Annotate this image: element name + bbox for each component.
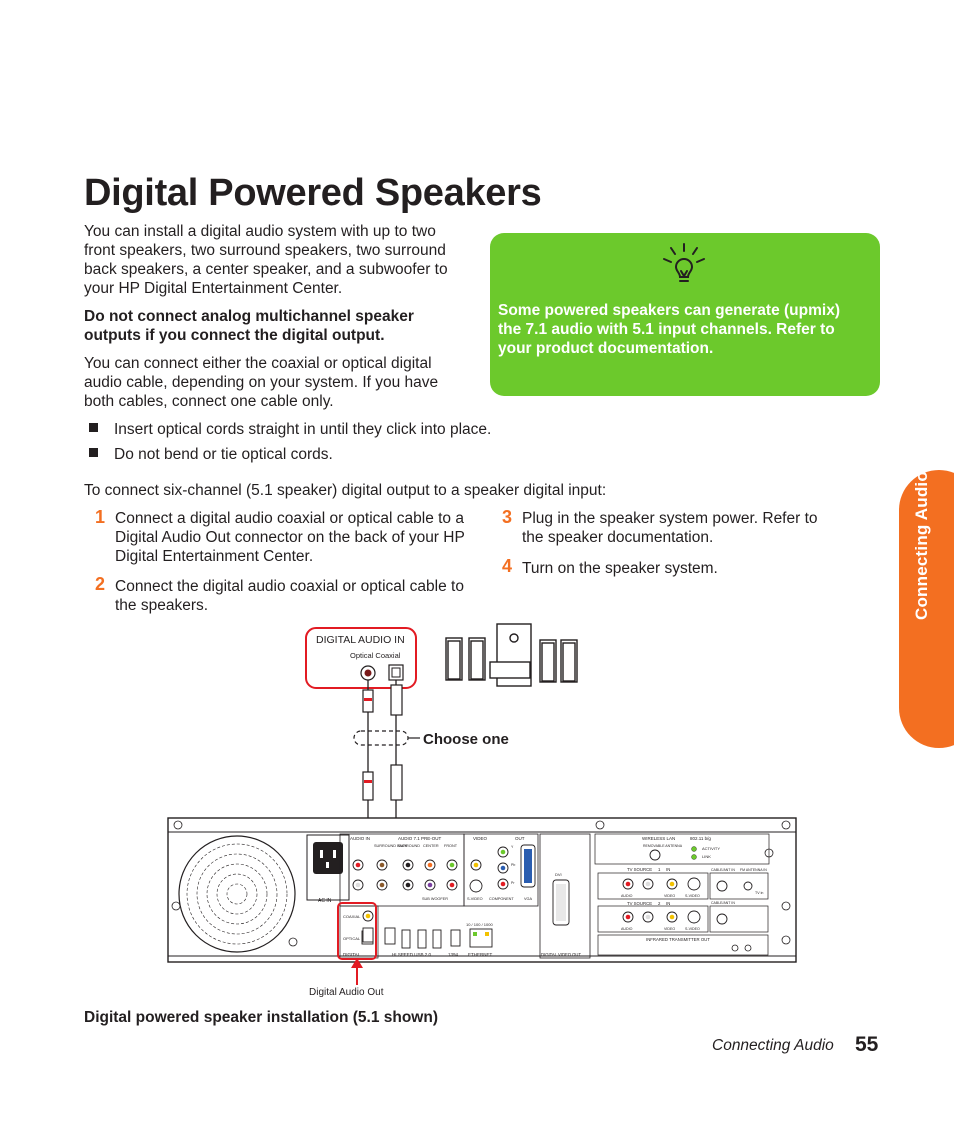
svg-text:FM ANTENNA IN: FM ANTENNA IN [740, 868, 767, 872]
ac-power-socket-icon [313, 842, 343, 874]
svg-text:VIDEO: VIDEO [473, 836, 488, 841]
bullet-text: Do not bend or tie optical cords. [114, 446, 333, 463]
svg-text:TV SOURCE: TV SOURCE [627, 901, 652, 906]
svg-text:CABLE/ANT IN: CABLE/ANT IN [711, 901, 735, 905]
usb-ports-icon [401, 929, 442, 949]
svg-text:1: 1 [658, 867, 661, 872]
svg-text:TV SOURCE: TV SOURCE [627, 867, 652, 872]
ethernet-port-icon [469, 928, 493, 948]
fan-grille-icon [178, 835, 296, 953]
svg-text:1394: 1394 [448, 952, 459, 957]
bullet-icon [89, 423, 98, 432]
svg-text:DVI: DVI [555, 872, 562, 877]
step-number: 3 [502, 507, 513, 527]
svg-text:ACTIVITY: ACTIVITY [702, 846, 720, 851]
procedure-intro: To connect six-channel (5.1 speaker) dig… [84, 482, 607, 499]
svg-text:SUB WOOFER: SUB WOOFER [422, 897, 448, 901]
step-text: Connect the digital audio coaxial or opt… [115, 578, 464, 614]
pointer-arrow-head [351, 958, 363, 968]
svg-text:Pb: Pb [511, 863, 515, 867]
svg-text:CABLE/ANT IN: CABLE/ANT IN [711, 868, 735, 872]
svg-text:SURROUND BACK: SURROUND BACK [374, 844, 408, 848]
svg-text:802.11 b/g: 802.11 b/g [690, 836, 711, 841]
svg-text:LINK: LINK [702, 854, 711, 859]
svg-text:2: 2 [658, 901, 661, 906]
lightbulb-icon [663, 243, 705, 282]
svg-text:ETHERNET: ETHERNET [468, 952, 493, 957]
svg-text:IN: IN [666, 867, 670, 872]
step-text: Plug in the speaker system power. Refer … [522, 510, 818, 546]
warning-paragraph: Do not connect analog multichannel speak… [84, 308, 414, 344]
svg-text:S-VIDEO: S-VIDEO [685, 894, 700, 898]
svg-text:REMOVABLE ANTENNA: REMOVABLE ANTENNA [643, 844, 683, 848]
section-tab-label: Connecting Audio [912, 471, 931, 620]
step-number: 4 [502, 556, 513, 576]
svg-text:DIGITAL: DIGITAL [343, 952, 361, 957]
svg-text:AUDIO 7.1 PRE-OUT: AUDIO 7.1 PRE-OUT [398, 836, 442, 841]
svg-text:INFRARED TRANSMITTER OUT: INFRARED TRANSMITTER OUT [646, 937, 710, 942]
svg-text:AC IN: AC IN [318, 898, 332, 904]
svg-text:AUDIO IN: AUDIO IN [350, 836, 370, 841]
bullet-text: Insert optical cords straight in until t… [114, 421, 492, 438]
svg-text:VIDEO: VIDEO [664, 894, 675, 898]
step-number: 1 [95, 507, 106, 527]
svg-text:S-VIDEO: S-VIDEO [685, 927, 700, 931]
svg-text:CENTER: CENTER [423, 844, 439, 848]
bullet-item: Do not bend or tie optical cords. [89, 445, 333, 464]
digital-audio-out-label: Digital Audio Out [309, 987, 384, 998]
digital-audio-in-label: DIGITAL AUDIO IN [316, 634, 405, 646]
antenna-connector-icon [649, 849, 661, 861]
page-number: 55 [855, 1033, 879, 1056]
svg-text:HI SPEED USB 2.0: HI SPEED USB 2.0 [392, 952, 432, 957]
svg-text:Pr: Pr [511, 881, 515, 885]
tip-box: Some powered speakers can generate (upmi… [490, 233, 880, 396]
figure-caption: Digital powered speaker installation (5.… [84, 1009, 438, 1026]
optical-plug-icon [390, 764, 403, 801]
svg-text:S-VIDEO: S-VIDEO [467, 897, 483, 901]
svg-text:AUDIO: AUDIO [621, 927, 633, 931]
svg-text:TV in: TV in [755, 891, 763, 895]
svg-text:VGA: VGA [524, 897, 532, 901]
cable-note-paragraph: You can connect either the coaxial or op… [84, 355, 439, 410]
speakers-icon [445, 623, 578, 687]
svg-text:Y: Y [511, 845, 514, 849]
bullet-item: Insert optical cords straight in until t… [89, 420, 491, 439]
svg-text:FRONT: FRONT [444, 844, 458, 848]
svg-text:DIGITAL VIDEO OUT: DIGITAL VIDEO OUT [541, 952, 581, 957]
page-title: Digital Powered Speakers [84, 172, 542, 214]
svg-text:COMPONENT: COMPONENT [489, 897, 514, 901]
footer-section-label: Connecting Audio [712, 1037, 834, 1054]
svg-text:10 / 100 / 1000: 10 / 100 / 1000 [466, 922, 493, 927]
choose-one-marker [353, 730, 409, 746]
installation-diagram: DIGITAL AUDIO IN Optical Coaxial Choo [167, 623, 797, 998]
computer-back-panel: AC IN AUDIO IN AUDIO 7.1 PRE-OUT SURROUN… [167, 817, 797, 963]
coaxial-plug-icon [362, 771, 374, 801]
svg-text:OUT: OUT [515, 836, 525, 841]
step-text: Turn on the speaker system. [522, 560, 718, 577]
step-number: 2 [95, 574, 106, 594]
tip-text: Some powered speakers can generate (upmi… [498, 302, 840, 357]
step-text: Connect a digital audio coaxial or optic… [115, 510, 465, 565]
section-tab[interactable] [899, 470, 954, 748]
svg-text:OPTICAL: OPTICAL [343, 936, 361, 941]
svg-text:AUDIO: AUDIO [621, 894, 633, 898]
choose-one-label: Choose one [423, 731, 509, 748]
digital-audio-in-sublabel: Optical Coaxial [350, 651, 401, 660]
svg-text:WIRELESS LAN: WIRELESS LAN [642, 836, 675, 841]
svg-text:SURROUND: SURROUND [398, 844, 420, 848]
svg-text:COAXIAL: COAXIAL [343, 914, 361, 919]
svg-text:IN: IN [666, 901, 670, 906]
intro-paragraph: You can install a digital audio system w… [84, 223, 448, 297]
bullet-icon [89, 448, 98, 457]
firewire-port-icon [450, 929, 461, 947]
svg-text:VIDEO: VIDEO [664, 927, 675, 931]
optical-plug-icon [390, 684, 403, 716]
